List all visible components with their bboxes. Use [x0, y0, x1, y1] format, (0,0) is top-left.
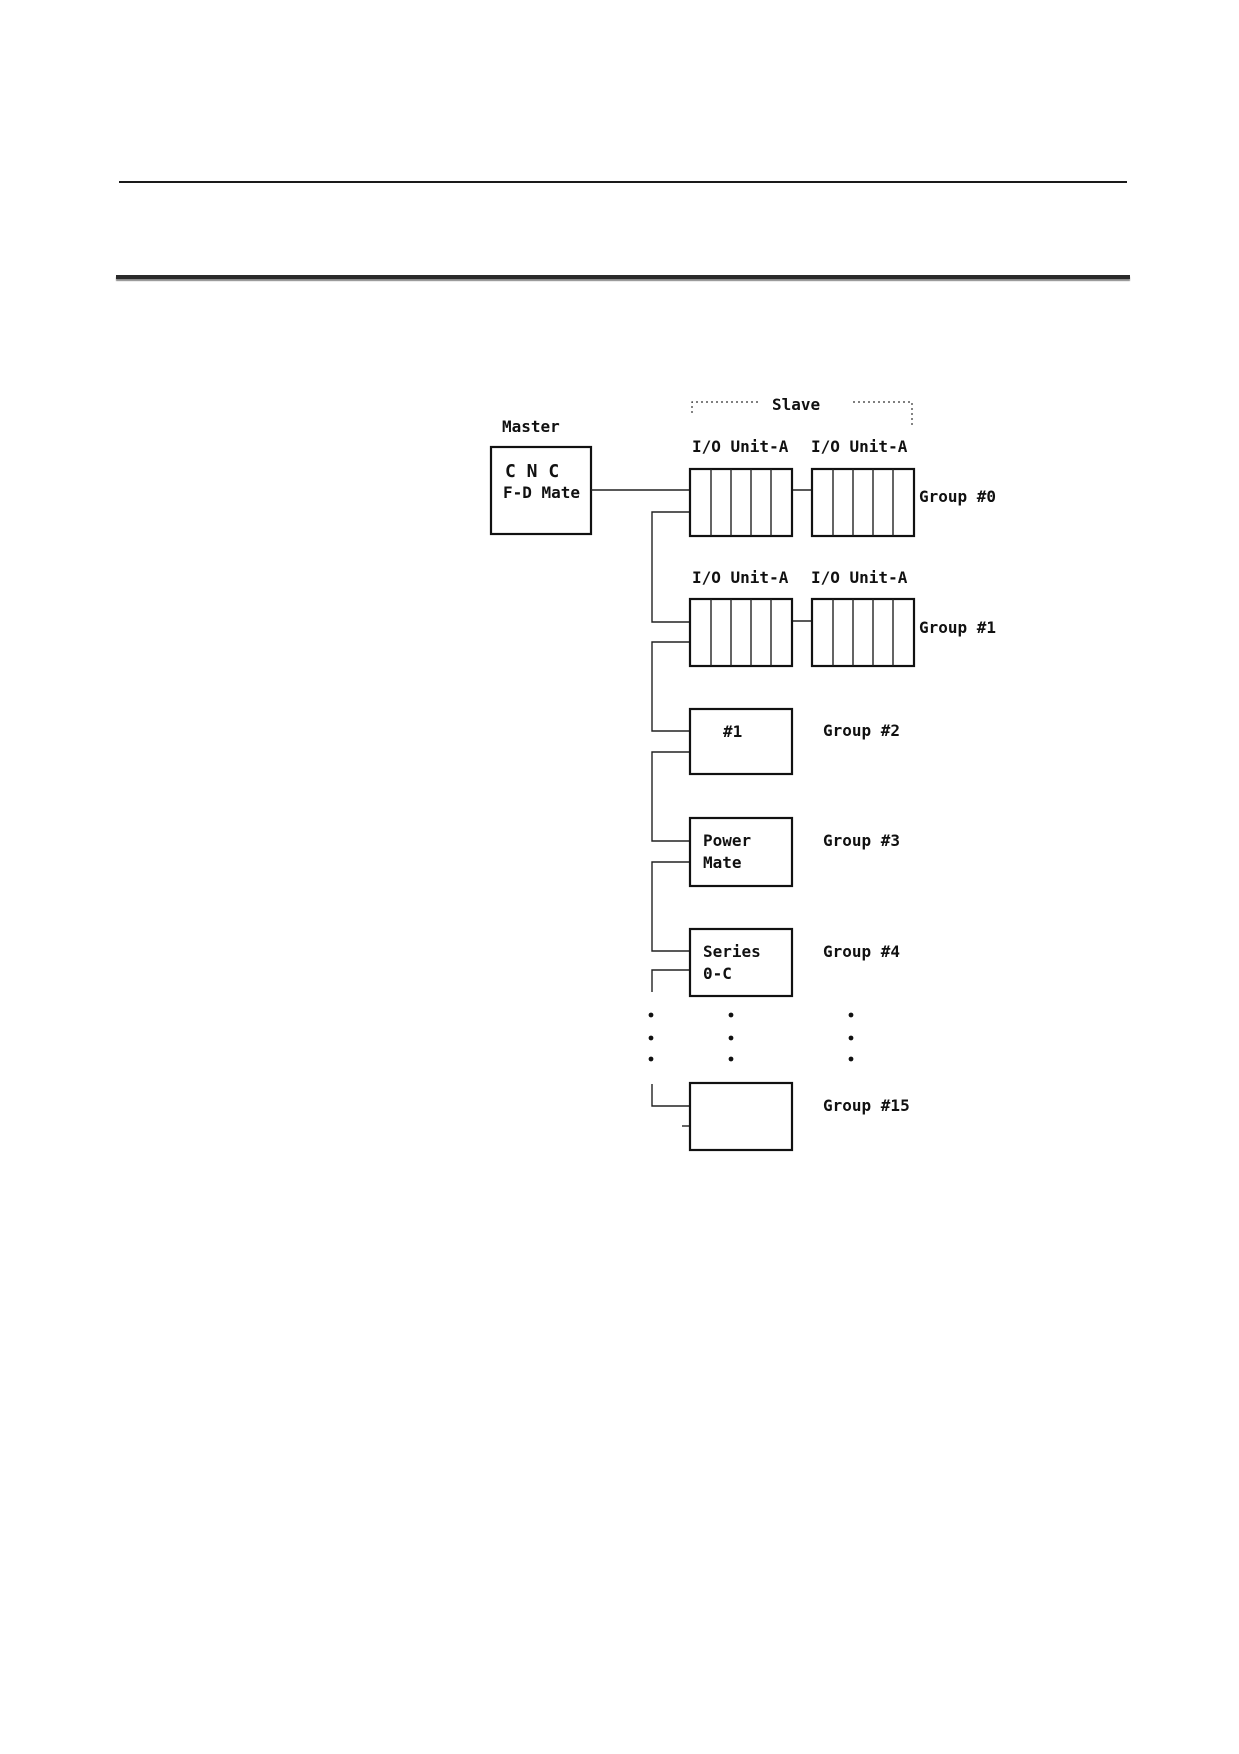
- io-unit-label: I/O Unit-A: [811, 568, 908, 587]
- device-label-line1: Series: [703, 942, 761, 961]
- group-label: Group #1: [919, 618, 996, 637]
- group-label: Group #4: [823, 942, 900, 961]
- group-1: I/O Unit-A I/O Unit-A Group #1: [688, 568, 996, 668]
- slave-bracket: Slave: [691, 395, 913, 428]
- slave-device-box: [688, 707, 794, 776]
- group-0: I/O Unit-A I/O Unit-A Group #0: [688, 437, 996, 538]
- group-2: #1 Group #2: [688, 707, 900, 776]
- io-unit-a-1: [688, 467, 794, 538]
- device-label-line1: Power: [703, 831, 751, 850]
- io-unit-a-2: [810, 597, 916, 668]
- header-rule: [119, 181, 1127, 183]
- io-unit-label: I/O Unit-A: [811, 437, 908, 456]
- group-label: Group #2: [823, 721, 900, 740]
- device-label-line2: Mate: [703, 853, 742, 872]
- section-rule: [116, 275, 1130, 279]
- io-unit-label: I/O Unit-A: [692, 437, 789, 456]
- continuation-dots: [648, 1012, 854, 1062]
- slave-device-box: [688, 927, 794, 998]
- group-label: Group #3: [823, 831, 900, 850]
- device-label-line1: #1: [723, 722, 742, 741]
- master-label: Master: [502, 417, 560, 436]
- io-unit-label: I/O Unit-A: [692, 568, 789, 587]
- master-cnc: Master C N C F-D Mate: [489, 417, 593, 536]
- group-4: Series 0-C Group #4: [688, 927, 900, 998]
- group-15: Group #15: [688, 1081, 910, 1152]
- group-label: Group #15: [823, 1096, 910, 1115]
- group-3: Power Mate Group #3: [688, 816, 900, 888]
- slave-device-box: [688, 816, 794, 888]
- io-unit-a-2: [810, 467, 916, 538]
- link-wires: [591, 489, 812, 1127]
- master-box-line2: F-D Mate: [503, 483, 580, 502]
- device-label-line2: 0-C: [703, 964, 732, 983]
- master-box-line1: C N C: [505, 461, 559, 482]
- slave-device-box: [688, 1081, 794, 1152]
- slave-label: Slave: [772, 395, 820, 414]
- io-unit-a-1: [688, 597, 794, 668]
- group-label: Group #0: [919, 487, 996, 506]
